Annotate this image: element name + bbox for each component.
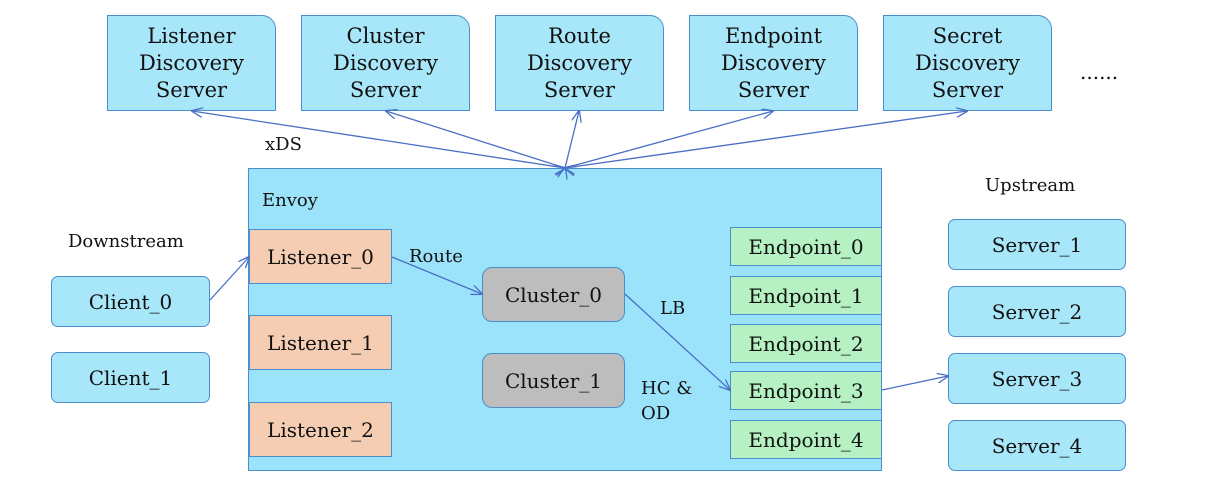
cluster-discovery-server: Cluster Discovery Server	[301, 15, 470, 111]
route-label: Route	[409, 246, 463, 267]
server-label-line: Discovery	[527, 50, 632, 75]
secret-discovery-server: Secret Discovery Server	[883, 15, 1052, 111]
server-3: Server_3	[948, 353, 1126, 404]
endpoint-2: Endpoint_2	[730, 324, 882, 363]
client-to-listener-arrow	[209, 257, 249, 301]
server-label-line: Server	[543, 77, 616, 102]
server-label-line: Server	[931, 77, 1004, 102]
client-0: Client_0	[51, 276, 210, 327]
server-label-line: Secret	[932, 23, 1003, 48]
endpoint-3: Endpoint_3	[730, 371, 882, 410]
lb-label: LB	[660, 298, 686, 319]
endpoint-1: Endpoint_1	[730, 276, 882, 315]
server-2: Server_2	[948, 286, 1126, 337]
envoy-label: Envoy	[262, 190, 318, 211]
server-4: Server_4	[948, 420, 1126, 471]
server-label-line: Cluster	[346, 23, 425, 48]
server-1: Server_1	[948, 219, 1126, 270]
server-label-line: Server	[349, 77, 422, 102]
server-label-line: Server	[737, 77, 810, 102]
downstream-label: Downstream	[68, 231, 184, 252]
endpoint-0: Endpoint_0	[730, 227, 882, 266]
server-label-line: Discovery	[721, 50, 826, 75]
xds-line-cds	[386, 111, 565, 168]
server-label-line: Route	[548, 23, 611, 48]
client-1: Client_1	[51, 352, 210, 403]
more-servers-ellipsis: ......	[1080, 60, 1119, 84]
server-label-line: Endpoint	[724, 23, 823, 48]
od-label: OD	[641, 403, 671, 424]
server-label-line: Discovery	[333, 50, 438, 75]
xds-line-lds	[192, 111, 565, 168]
xds-line-sds	[565, 111, 967, 168]
server-label-line: Server	[155, 77, 228, 102]
endpoint-to-server-arrow	[881, 376, 948, 391]
listener-discovery-server: Listener Discovery Server	[107, 15, 276, 111]
xds-line-rds	[565, 111, 579, 168]
endpoint-4: Endpoint_4	[730, 420, 882, 459]
cluster-0: Cluster_0	[482, 267, 625, 322]
cluster-1: Cluster_1	[482, 353, 625, 408]
server-label-line: Listener	[147, 23, 236, 48]
server-label-line: Discovery	[915, 50, 1020, 75]
xds-line-eds	[565, 111, 773, 168]
listener-1: Listener_1	[249, 315, 392, 370]
listener-0: Listener_0	[249, 229, 392, 284]
listener-2: Listener_2	[249, 402, 392, 457]
upstream-label: Upstream	[985, 175, 1076, 196]
server-label-line: Discovery	[139, 50, 244, 75]
hc-label: HC &	[641, 378, 693, 399]
route-discovery-server: Route Discovery Server	[495, 15, 664, 111]
endpoint-discovery-server: Endpoint Discovery Server	[689, 15, 858, 111]
xds-label: xDS	[265, 134, 302, 155]
